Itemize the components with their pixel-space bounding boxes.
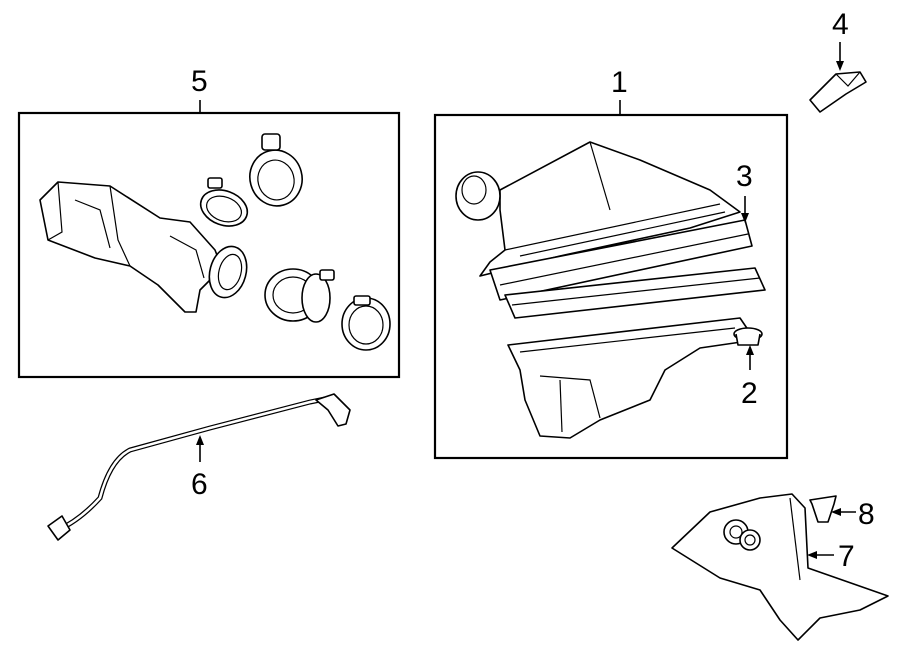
coupler-lower	[264, 268, 335, 323]
coupler-upper	[249, 133, 303, 207]
callout-7: 7	[838, 540, 855, 573]
air-cleaner-upper-housing	[455, 141, 741, 277]
hose-clamp-upper	[199, 177, 249, 227]
part-7-shield: 7	[671, 493, 889, 641]
callout-4: 4	[832, 8, 849, 41]
air-cleaner-lower-housing	[507, 317, 756, 439]
part-6-vent-hose: 6	[47, 393, 351, 541]
grommet: 2	[733, 327, 763, 410]
part-8-push-pin: 8	[809, 495, 875, 531]
callout-2: 2	[741, 377, 758, 410]
group-1-air-cleaner: 1 3	[433, 66, 789, 460]
callout-8: 8	[858, 498, 875, 531]
callout-1: 1	[611, 66, 628, 99]
part-4-mass-airflow-sensor: 4	[809, 8, 867, 113]
callout-6: 6	[191, 468, 208, 501]
callout-5: 5	[191, 65, 208, 98]
air-filter-element: 3	[489, 160, 753, 301]
hose-clamp-lower	[341, 295, 391, 351]
air-cleaner-tray	[504, 267, 766, 319]
group-1-frame	[433, 113, 789, 460]
group-5-frame	[17, 111, 401, 379]
intake-duct	[39, 181, 248, 313]
group-5-intake-duct: 5	[17, 65, 401, 379]
callout-3: 3	[736, 160, 753, 193]
